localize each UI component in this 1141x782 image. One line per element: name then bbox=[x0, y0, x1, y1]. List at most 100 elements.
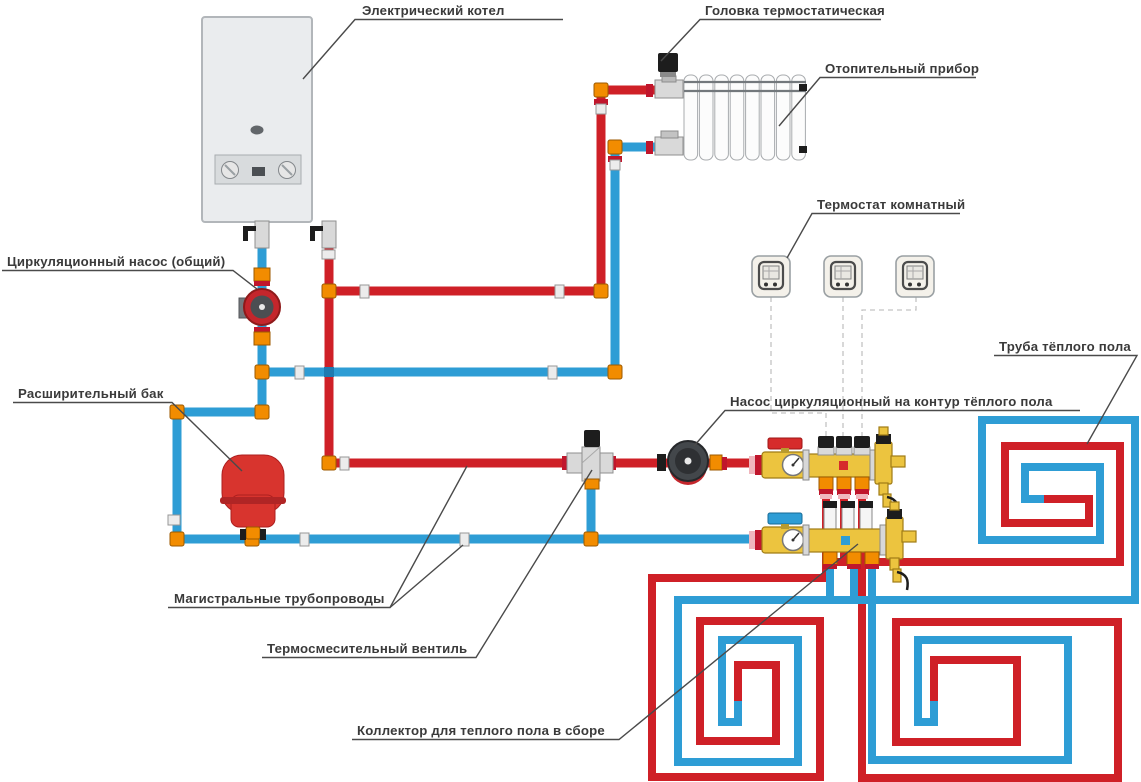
expansion-tank bbox=[220, 454, 286, 540]
drain-valve bbox=[892, 568, 902, 583]
valve-lever bbox=[243, 226, 248, 241]
collector-return-rail bbox=[749, 501, 917, 591]
circulation-pump-floor bbox=[657, 440, 727, 485]
radiator-sections bbox=[683, 74, 806, 161]
label-mixing-valve: Термосмесительный вентиль bbox=[262, 469, 593, 659]
boiler-supply-valve bbox=[321, 220, 337, 249]
pipe-coupler bbox=[321, 249, 336, 260]
pump-fitting bbox=[657, 454, 666, 471]
valve-lever bbox=[310, 226, 323, 231]
label-floor-pipe: Труба тёплого пола bbox=[994, 339, 1139, 445]
elbow-fitting bbox=[169, 404, 185, 420]
elbow-fitting bbox=[593, 283, 609, 299]
drain-spout bbox=[896, 570, 909, 591]
annotations: Электрический котел Головка термостатиче… bbox=[2, 3, 1139, 741]
pump-fitting bbox=[253, 267, 271, 282]
air-vent bbox=[874, 441, 893, 485]
label-thermo-head: Головка термостатическая bbox=[660, 3, 885, 62]
pipe-coupler bbox=[459, 532, 470, 547]
label-collector-text: Коллектор для теплого пола в сборе bbox=[357, 723, 605, 738]
label-common-pump-text: Циркуляционный насос (общий) bbox=[7, 254, 225, 269]
label-radiator-text: Отопительный прибор bbox=[825, 61, 979, 76]
label-room-thermostat-text: Термостат комнатный bbox=[817, 197, 965, 212]
floor-loop-top-return-spiral bbox=[830, 416, 1139, 604]
room-thermostat-2 bbox=[823, 255, 863, 298]
valve-lever bbox=[310, 226, 315, 241]
tank-flange bbox=[220, 497, 286, 504]
label-mixing-valve-text: Термосмесительный вентиль bbox=[267, 641, 467, 656]
radiator-plug bbox=[799, 146, 807, 153]
label-expansion-tank-text: Расширительный бак bbox=[18, 386, 164, 401]
thermostat-wire-3 bbox=[861, 297, 917, 438]
valve-lever bbox=[243, 226, 256, 231]
radiator-thermo-valve bbox=[654, 79, 684, 99]
return-outlets bbox=[822, 551, 880, 569]
room-thermostats bbox=[751, 255, 935, 298]
boiler-return-valve bbox=[254, 220, 270, 249]
label-thermo-head-text: Головка термостатическая bbox=[705, 3, 885, 18]
radiator-return-pipe bbox=[262, 142, 656, 377]
tee-fitting bbox=[583, 531, 599, 547]
room-thermostat-1 bbox=[751, 255, 791, 298]
tank-fitting bbox=[245, 526, 261, 540]
floor-loop-left-supply-spiral bbox=[648, 496, 830, 781]
circulation-pump-common bbox=[238, 267, 281, 346]
mixing-valve-fitting bbox=[584, 478, 600, 490]
elbow-fitting bbox=[593, 82, 609, 98]
collector-supply-rail bbox=[749, 426, 906, 516]
pipe-coupler bbox=[294, 365, 305, 380]
pipe-coupler bbox=[595, 103, 607, 115]
thermo-mixing-valve bbox=[562, 430, 616, 490]
pipe-collar bbox=[646, 84, 653, 97]
valve-top bbox=[660, 130, 679, 139]
floor-collector bbox=[749, 426, 917, 591]
radiator-supply-pipe bbox=[329, 85, 656, 296]
floor-loop-right-return-spiral bbox=[868, 566, 1072, 764]
label-floor-pipe-text: Труба тёплого пола bbox=[999, 339, 1131, 354]
tank-collar bbox=[260, 529, 266, 540]
elbow-fitting bbox=[607, 364, 623, 380]
label-mains-text: Магистральные трубопроводы bbox=[174, 591, 385, 606]
tee-fitting bbox=[254, 364, 270, 380]
pump-fitting bbox=[253, 331, 271, 346]
label-expansion-tank: Расширительный бак bbox=[13, 386, 243, 472]
elbow-fitting bbox=[321, 455, 337, 471]
valve-actuators bbox=[817, 436, 871, 456]
pipe-coupler bbox=[359, 284, 370, 299]
label-common-pump: Циркуляционный насос (общий) bbox=[2, 254, 258, 290]
radiator-return-valve bbox=[654, 136, 684, 156]
pump-fitting bbox=[709, 454, 723, 471]
pipe-coupler bbox=[167, 514, 181, 526]
floor-loop-left-return-spiral bbox=[674, 566, 834, 766]
label-radiator: Отопительный прибор bbox=[778, 61, 979, 127]
label-boiler: Электрический котел bbox=[302, 3, 563, 80]
red-valve-handle bbox=[767, 437, 803, 450]
tank-collar bbox=[240, 529, 246, 540]
rail-plug-blue bbox=[841, 536, 850, 545]
head-base bbox=[660, 71, 676, 77]
drain-valve bbox=[882, 493, 892, 508]
thermostatic-head bbox=[658, 53, 678, 72]
radiator bbox=[646, 53, 807, 161]
elbow-fitting bbox=[607, 139, 623, 155]
mixing-valve-body bbox=[581, 446, 601, 482]
pipe-fittings bbox=[167, 82, 623, 547]
label-collector: Коллектор для теплого пола в сборе bbox=[352, 543, 859, 741]
elbow-fitting bbox=[254, 404, 270, 420]
boiler-display bbox=[252, 167, 265, 176]
label-floor-pump-text: Насос циркуляционный на контур тёплого п… bbox=[730, 394, 1053, 409]
pipe-coupler bbox=[554, 284, 565, 299]
pipe-collar bbox=[608, 156, 622, 162]
label-floor-pump: Насос циркуляционный на контур тёплого п… bbox=[693, 394, 1080, 447]
thermostat-wires bbox=[770, 297, 917, 438]
pipe-collar bbox=[594, 99, 608, 105]
blue-valve-handle bbox=[767, 512, 803, 525]
thermostat-wire-1 bbox=[770, 297, 827, 438]
radiator-plug bbox=[799, 84, 807, 91]
pipe-coupler bbox=[609, 159, 621, 171]
pipe-crossing-marker bbox=[324, 367, 334, 377]
label-room-thermostat: Термостат комнатный bbox=[786, 197, 965, 259]
pipe-coupler bbox=[339, 456, 350, 471]
label-mains: Магистральные трубопроводы bbox=[168, 465, 468, 609]
